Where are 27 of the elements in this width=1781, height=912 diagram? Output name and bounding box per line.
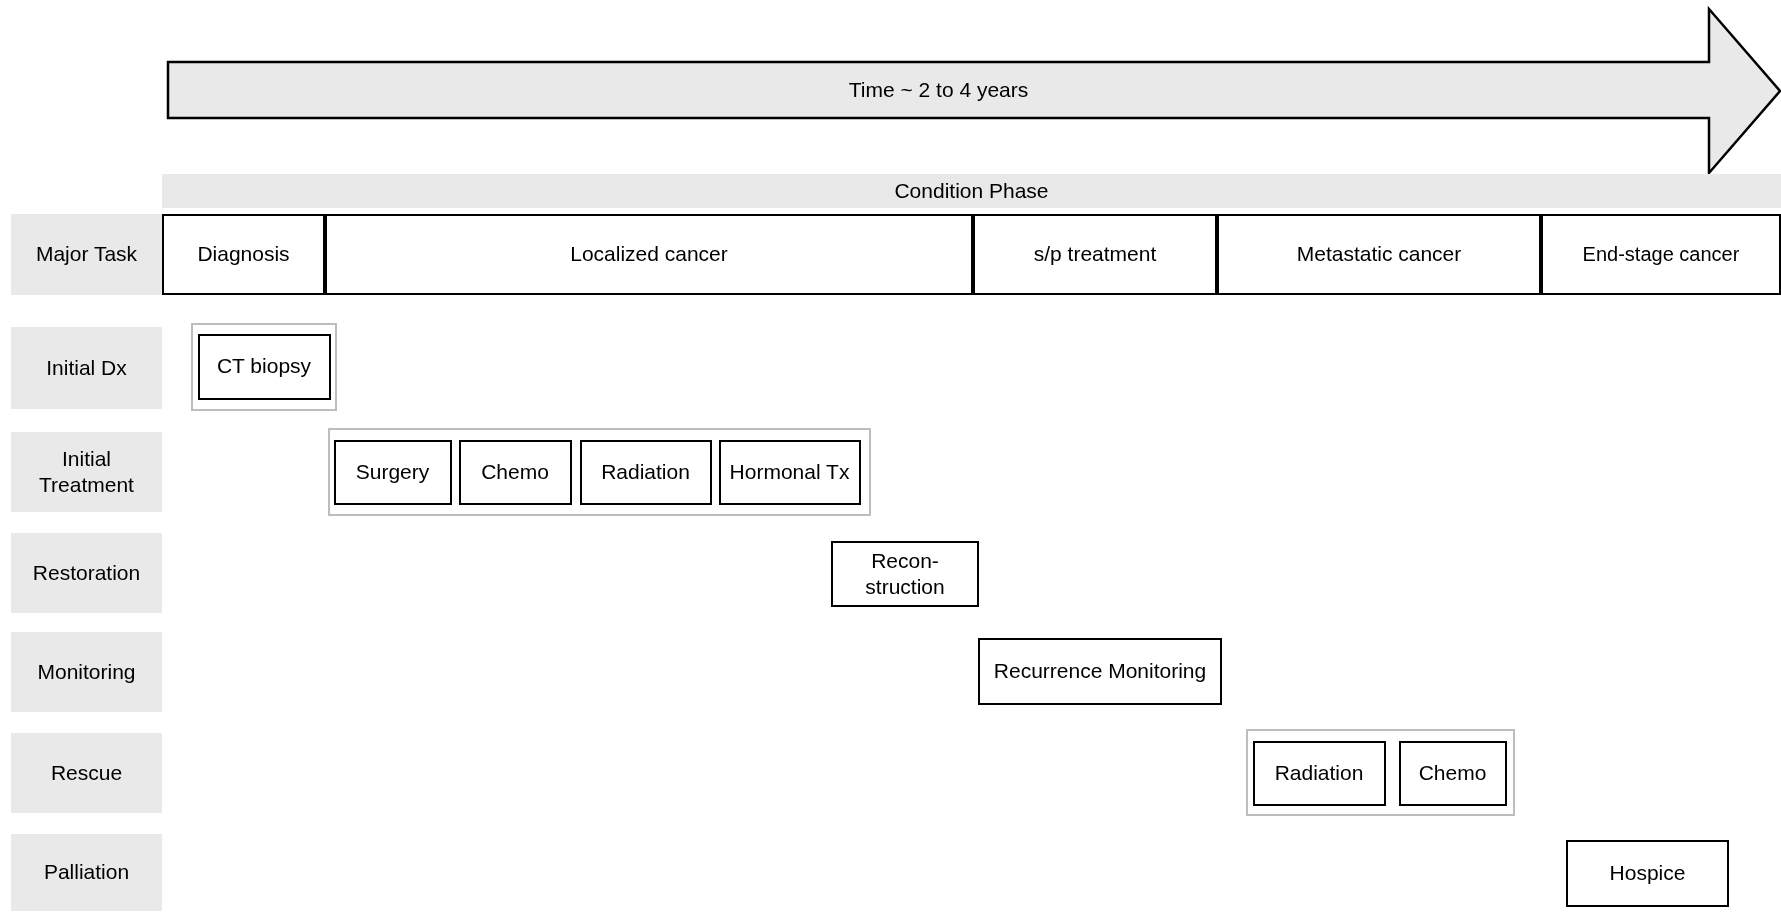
task-box: Chemo (458, 439, 572, 505)
phase-cell: Diagnosis (162, 214, 325, 295)
row-label: Rescue (11, 733, 162, 813)
arrow-label: Time ~ 2 to 4 years (848, 78, 1029, 102)
task-box: Radiation (579, 439, 712, 505)
row-label: Initial Dx (11, 327, 162, 409)
row-label: Monitoring (11, 632, 162, 712)
task-box: Recon-struction (831, 541, 979, 607)
phase-cell: s/p treatment (973, 214, 1217, 295)
phase-band: Condition Phase (162, 174, 1781, 208)
phase-cell: End-stage cancer (1541, 214, 1781, 295)
task-box: Hormonal Tx (718, 439, 861, 505)
task-box: Recurrence Monitoring (978, 638, 1222, 705)
row-label: Palliation (11, 834, 162, 911)
row-label: Restoration (11, 533, 162, 613)
phase-cell: Metastatic cancer (1217, 214, 1541, 295)
task-box: Chemo (1398, 740, 1507, 806)
task-box: Radiation (1252, 740, 1386, 806)
task-box: Surgery (333, 439, 452, 505)
group-box (191, 323, 337, 411)
row-label: Major Task (11, 214, 162, 295)
task-box: CT biopsy (197, 333, 331, 400)
row-label: Initial Treatment (11, 432, 162, 512)
task-box: Hospice (1566, 840, 1729, 907)
group-box (1246, 729, 1515, 816)
phase-cell: Localized cancer (325, 214, 973, 295)
group-box (328, 428, 871, 516)
